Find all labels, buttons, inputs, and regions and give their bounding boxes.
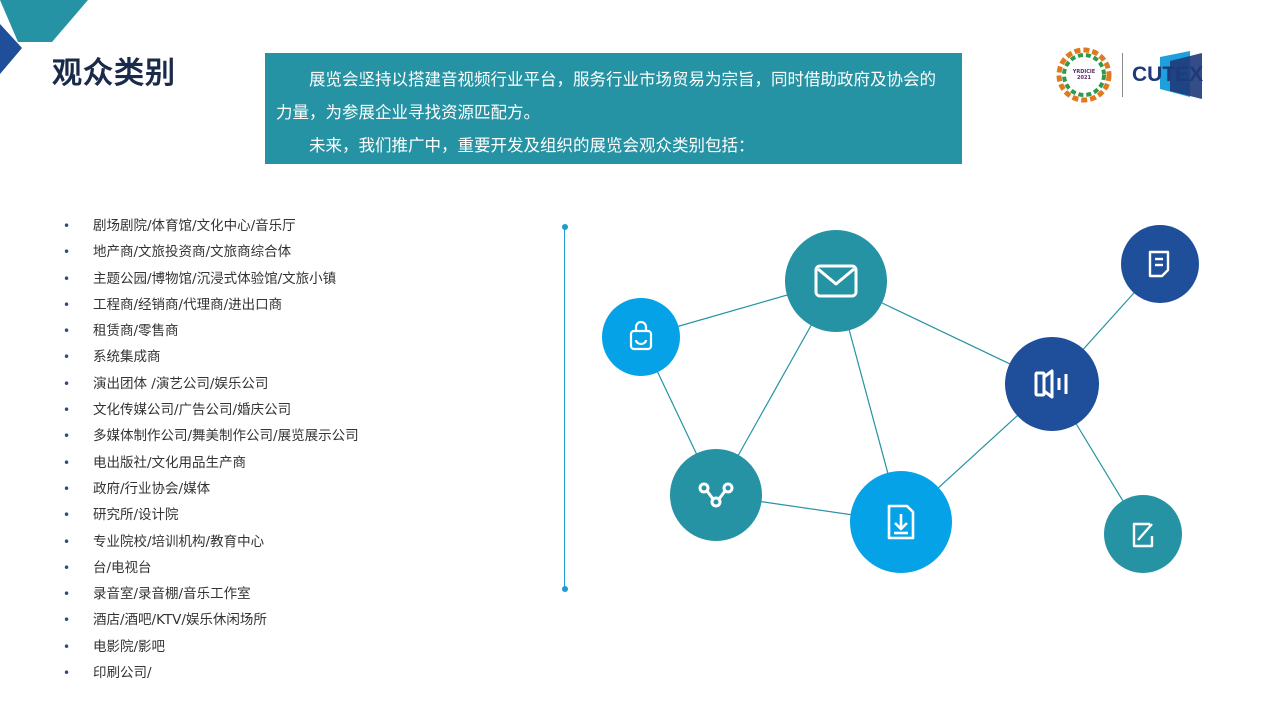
list-item: 录音室/录音棚/音乐工作室 [63,581,359,608]
list-item: 电影院/影吧 [63,634,359,661]
network-node-document [1121,225,1199,303]
list-item: 电出版社/文化用品生产商 [63,450,359,477]
list-item: 地产商/文旅投资商/文旅商综合体 [63,239,359,266]
list-item: 印刷公司/ [63,660,359,687]
list-item: 研究所/设计院 [63,502,359,529]
list-item: 文化传媒公司/广告公司/婚庆公司 [63,397,359,424]
cutex-wordmark: CUTEX [1132,63,1204,86]
speaker-icon [1034,369,1068,399]
document-icon [1148,250,1170,278]
list-item: 租赁商/零售商 [63,318,359,345]
list-item: 工程商/经销商/代理商/进出口商 [63,292,359,319]
cutex-logo-graphic [1160,51,1202,99]
divider-dot-bottom [561,586,568,592]
edit-icon [1132,522,1154,548]
list-item: 台/电视台 [63,555,359,582]
network-node-speaker [1005,337,1099,431]
list-item: 主题公园/博物馆/沉浸式体验馆/文旅小镇 [63,266,359,293]
corner-decoration [0,0,88,74]
list-item: 酒店/酒吧/KTV/娱乐休闲场所 [63,607,359,634]
envelope-icon [814,264,858,298]
list-item: 系统集成商 [63,344,359,371]
network-node-bag [602,298,680,376]
logo-area: YRDICIE 2021 CUTEX [1055,47,1210,103]
seal-text: YRDICIE [1072,69,1096,75]
download-file-icon [887,504,915,540]
intro-box: 展览会坚持以搭建音视频行业平台，服务行业市场贸易为宗旨，同时借助政府及协会的力量… [265,53,962,164]
vertical-divider [564,227,565,589]
share-icon [698,482,734,508]
divider-dot-top [561,224,568,230]
yrdicie-seal-logo [1056,47,1112,103]
list-item: 剧场剧院/体育馆/文化中心/音乐厅 [63,213,359,240]
seal-year: 2021 [1077,75,1091,81]
list-item: 多媒体制作公司/舞美制作公司/展览展示公司 [63,423,359,450]
network-node-edit [1104,495,1182,573]
audience-category-list: 剧场剧院/体育馆/文化中心/音乐厅地产商/文旅投资商/文旅商综合体主题公园/博物… [63,213,359,687]
network-node-share [670,449,762,541]
intro-paragraph-2: 未来，我们推广中，重要开发及组织的展览会观众类别包括： [309,136,755,155]
network-node-envelope [785,230,887,332]
shopping-bag-icon [629,320,653,351]
list-item: 演出团体 /演艺公司/娱乐公司 [63,371,359,398]
network-node-download [850,471,952,573]
list-item: 政府/行业协会/媒体 [63,476,359,503]
intro-paragraph-1: 展览会坚持以搭建音视频行业平台，服务行业市场贸易为宗旨，同时借助政府及协会的力量… [276,70,936,122]
page-title: 观众类别 [52,56,176,91]
logo-divider [1122,53,1123,97]
list-item: 专业院校/培训机构/教育中心 [63,529,359,556]
